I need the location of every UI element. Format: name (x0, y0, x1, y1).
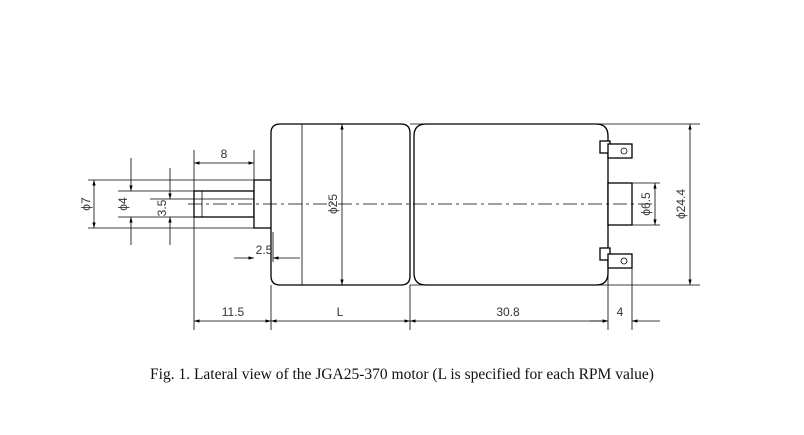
terminal-bottom (599, 247, 633, 269)
label-3-5: 3.5 (155, 199, 169, 216)
motor-body (413, 123, 609, 286)
label-8: 8 (221, 147, 228, 161)
label-4: 4 (617, 305, 624, 319)
gearbox-body (270, 123, 411, 286)
label-2-5: 2.5 (256, 243, 273, 257)
label-phi6-5: ϕ6.5 (639, 192, 653, 216)
label-L: L (337, 305, 344, 319)
figure-caption: Fig. 1. Lateral view of the JGA25-370 mo… (150, 366, 654, 383)
dimension-lines (92, 124, 692, 323)
label-phi7: ϕ7 (79, 197, 93, 211)
label-11-5: 11.5 (222, 305, 245, 319)
label-phi25: ϕ25 (326, 194, 340, 214)
label-30-8: 30.8 (496, 305, 520, 319)
label-phi4: ϕ4 (116, 197, 130, 211)
terminal-top (599, 140, 633, 159)
extension-lines (88, 123, 700, 330)
label-phi24-4: ϕ24.4 (674, 189, 688, 219)
dimension-labels: 8 ϕ7 ϕ4 3.5 ϕ25 2.5 ϕ6.5 ϕ24.4 11.5 L 30… (79, 147, 688, 319)
